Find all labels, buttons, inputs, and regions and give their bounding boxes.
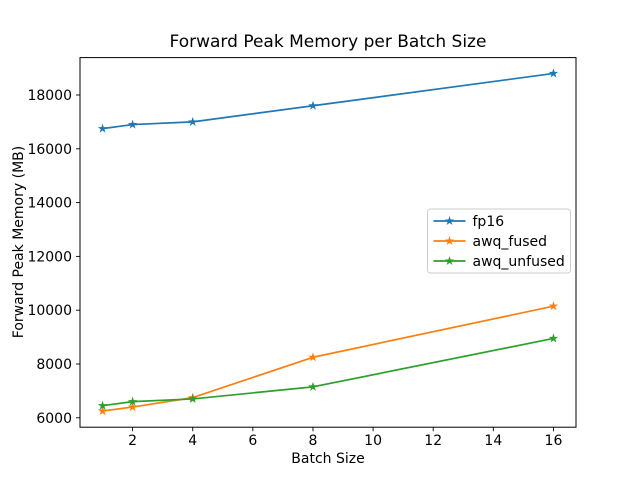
legend-box [427,208,571,274]
marker-fp16 [548,68,559,78]
y-tick-label: 10000 [27,303,72,319]
marker-fp16 [97,123,108,133]
marker-fp16 [187,116,198,126]
x-tick-label: 10 [364,433,382,449]
x-tick-label: 12 [424,433,442,449]
legend-label-awq_fused: awq_fused [473,234,548,250]
x-tick-label: 4 [188,433,197,449]
marker-awq_fused [127,402,138,412]
x-axis-label: Batch Size [291,451,364,467]
y-axis-label: Forward Peak Memory (MB) [11,146,27,338]
marker-awq_fused [97,406,108,416]
legend-sample-marker-fp16 [444,216,455,226]
legend-label-fp16: fp16 [473,214,505,230]
marker-awq_unfused [187,393,198,403]
series-line-awq_unfused [102,337,554,407]
marker-awq_unfused [127,396,138,406]
x-tick-label: 6 [248,433,257,449]
marker-fp16 [127,119,138,129]
y-tick-label: 14000 [27,196,72,212]
x-tick-label: 16 [545,433,563,449]
marker-awq_fused [548,301,559,311]
x-tick-label: 2 [128,433,137,449]
y-tick-label: 8000 [36,357,72,373]
marker-awq_unfused [548,333,559,343]
x-tick-label: 8 [309,433,318,449]
series-line-fp16 [102,72,554,130]
axes-layer: 2 4 6 8 10 12 14 16 6000 8000 10000 12000 14000 16000… [27,57,577,449]
y-tick-label: 6000 [36,411,72,427]
marker-awq_fused [308,352,318,362]
series-layer [97,68,559,416]
legend-sample-marker-awq_unfused [444,256,455,266]
marker-awq_unfused [97,400,108,410]
plot-border [79,57,577,428]
legend-label-awq_unfused: awq_unfused [473,254,565,270]
legend-sample-marker-awq_fused [444,236,455,246]
x-tick-label: 14 [484,433,502,449]
y-tick-label: 18000 [27,88,72,104]
marker-awq_unfused [308,381,318,391]
y-tick-label: 16000 [27,142,72,158]
marker-fp16 [308,100,318,110]
chart-title: Forward Peak Memory per Batch Size [170,32,487,52]
series-line-awq_fused [102,305,554,412]
legend: fp16 awq_fused awq_unfused [427,208,571,274]
y-tick-label: 12000 [27,249,72,265]
